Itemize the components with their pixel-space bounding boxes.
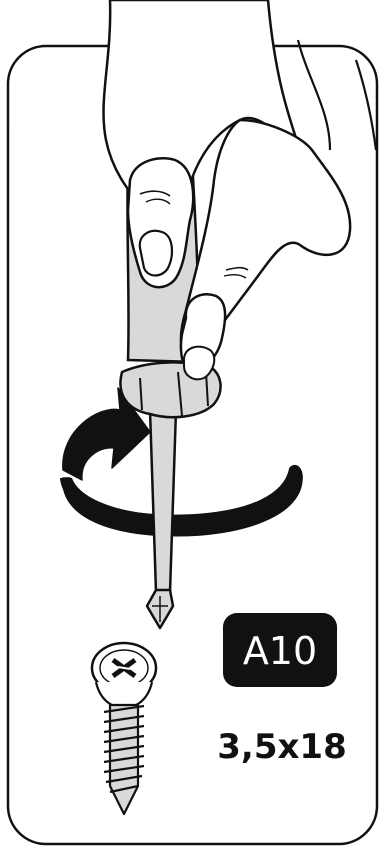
screw-size-label: 3,5x18 [217,727,346,767]
part-code-badge: A10 [223,613,337,687]
part-code-label: A10 [243,629,317,673]
